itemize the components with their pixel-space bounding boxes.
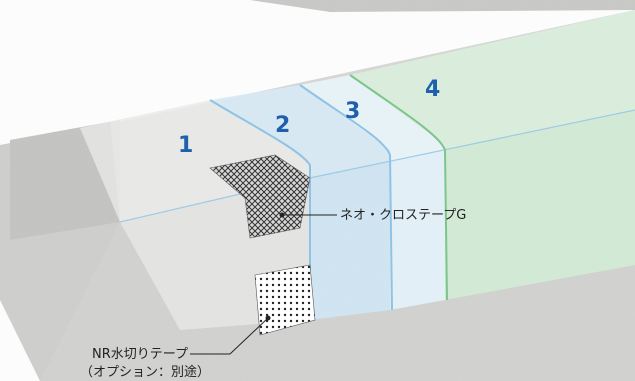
nr-tape-leader	[190, 317, 269, 355]
layer-4-band	[350, 10, 635, 300]
layer-2-band	[210, 85, 390, 320]
layer-2-number: 2	[275, 113, 290, 138]
layer-2-edge	[209, 99, 311, 320]
nr-tape-label-line1: NR水切りテープ	[92, 347, 188, 362]
layer-4-number: 4	[425, 77, 440, 102]
neo-cross-tape-label: ネオ・クロステープG	[340, 208, 466, 223]
layer-3-band	[300, 75, 445, 310]
nr-tape-leader-dot	[265, 315, 271, 321]
layer-3-edge	[299, 84, 393, 311]
layer-1-number: 1	[178, 133, 193, 158]
layer-4-edge	[349, 74, 448, 301]
neo-cross-tape	[209, 154, 311, 239]
nr-tape-label-line2: （オプション：別途）	[80, 364, 210, 380]
layer-3-number: 3	[345, 99, 360, 124]
neo-cross-tape-leader-dot	[279, 212, 285, 218]
layer-1-band	[80, 100, 310, 330]
